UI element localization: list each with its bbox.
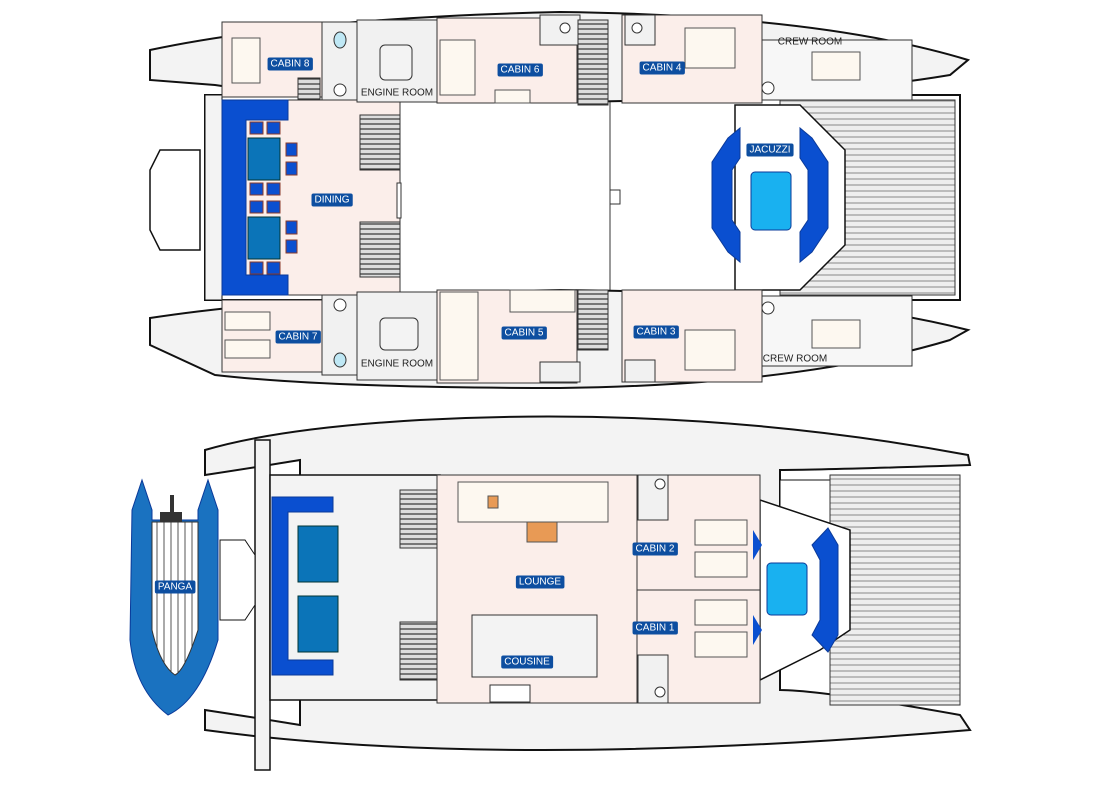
fore-table-1 xyxy=(297,525,339,583)
label-badge xyxy=(497,63,543,77)
label-badge xyxy=(515,575,565,589)
label-badge xyxy=(639,61,685,75)
label-cabin-3: CABIN 3 xyxy=(637,327,676,338)
label-badge xyxy=(275,330,321,344)
label-lounge: LOUNGE xyxy=(519,577,562,588)
stairs-bottom xyxy=(577,289,609,351)
jacuzzi-seat-left xyxy=(711,126,741,264)
crossbeam xyxy=(204,94,223,301)
bed xyxy=(231,37,261,84)
stairs-top xyxy=(577,19,609,106)
label-crew-room-bottom: CREW ROOM xyxy=(763,354,827,365)
bow-hatch xyxy=(149,149,201,251)
aft-jacuzzi-seat xyxy=(811,527,839,653)
dining-table-2 xyxy=(247,216,281,260)
aft-jacuzzi-pool xyxy=(766,562,808,616)
label-badge xyxy=(632,542,678,556)
label-cousine: COUSINE xyxy=(504,657,550,668)
bathroom-6 xyxy=(539,14,581,46)
label-badge xyxy=(267,57,313,71)
label-badge xyxy=(501,655,554,669)
jacuzzi-pool xyxy=(750,171,792,231)
bed xyxy=(811,51,861,81)
label-crew-room-top: CREW ROOM xyxy=(778,37,842,48)
jacuzzi-seat-right xyxy=(799,126,829,264)
bed xyxy=(439,39,476,96)
label-cabin-7: CABIN 7 xyxy=(279,332,318,343)
lounge-table xyxy=(526,521,558,543)
label-badge xyxy=(632,621,678,635)
fore-bench xyxy=(271,496,334,676)
label-cabin-2: CABIN 2 xyxy=(636,544,675,555)
bed xyxy=(684,27,736,69)
label-cabin-4: CABIN 4 xyxy=(643,63,682,74)
shower-icon xyxy=(333,83,347,97)
dining-bench xyxy=(221,99,289,296)
aft-deck-slats xyxy=(829,474,961,706)
dining-table-1 xyxy=(247,137,281,181)
label-panga: PANGA xyxy=(158,582,193,593)
label-cabin-8: CABIN 8 xyxy=(271,59,310,70)
label-cabin-6: CABIN 6 xyxy=(501,65,540,76)
label-badge xyxy=(501,326,547,340)
fore-table-2 xyxy=(297,595,339,653)
crossbeam xyxy=(254,439,271,771)
toilet-icon xyxy=(333,31,347,49)
label-cabin-1: CABIN 1 xyxy=(636,623,675,634)
stairs-dining-bottom xyxy=(359,221,401,278)
labels: CABIN 8 ENGINE ROOM CABIN 6 CABIN 4 CREW… xyxy=(154,37,842,669)
label-jacuzzi: JACUZZI xyxy=(749,145,790,156)
label-cabin-5: CABIN 5 xyxy=(505,328,544,339)
label-badge xyxy=(633,325,679,339)
label-badge xyxy=(746,143,794,157)
label-badge xyxy=(311,193,353,207)
panga-dinghy xyxy=(129,478,219,716)
label-dining: DINING xyxy=(315,195,350,206)
label-engine-room-bottom: ENGINE ROOM xyxy=(361,359,433,370)
label-badge xyxy=(154,580,196,594)
upper-deck xyxy=(149,10,971,390)
stairs-dining-top xyxy=(359,114,401,171)
label-engine-room-top: ENGINE ROOM xyxy=(361,88,433,99)
main-deck xyxy=(129,415,972,771)
